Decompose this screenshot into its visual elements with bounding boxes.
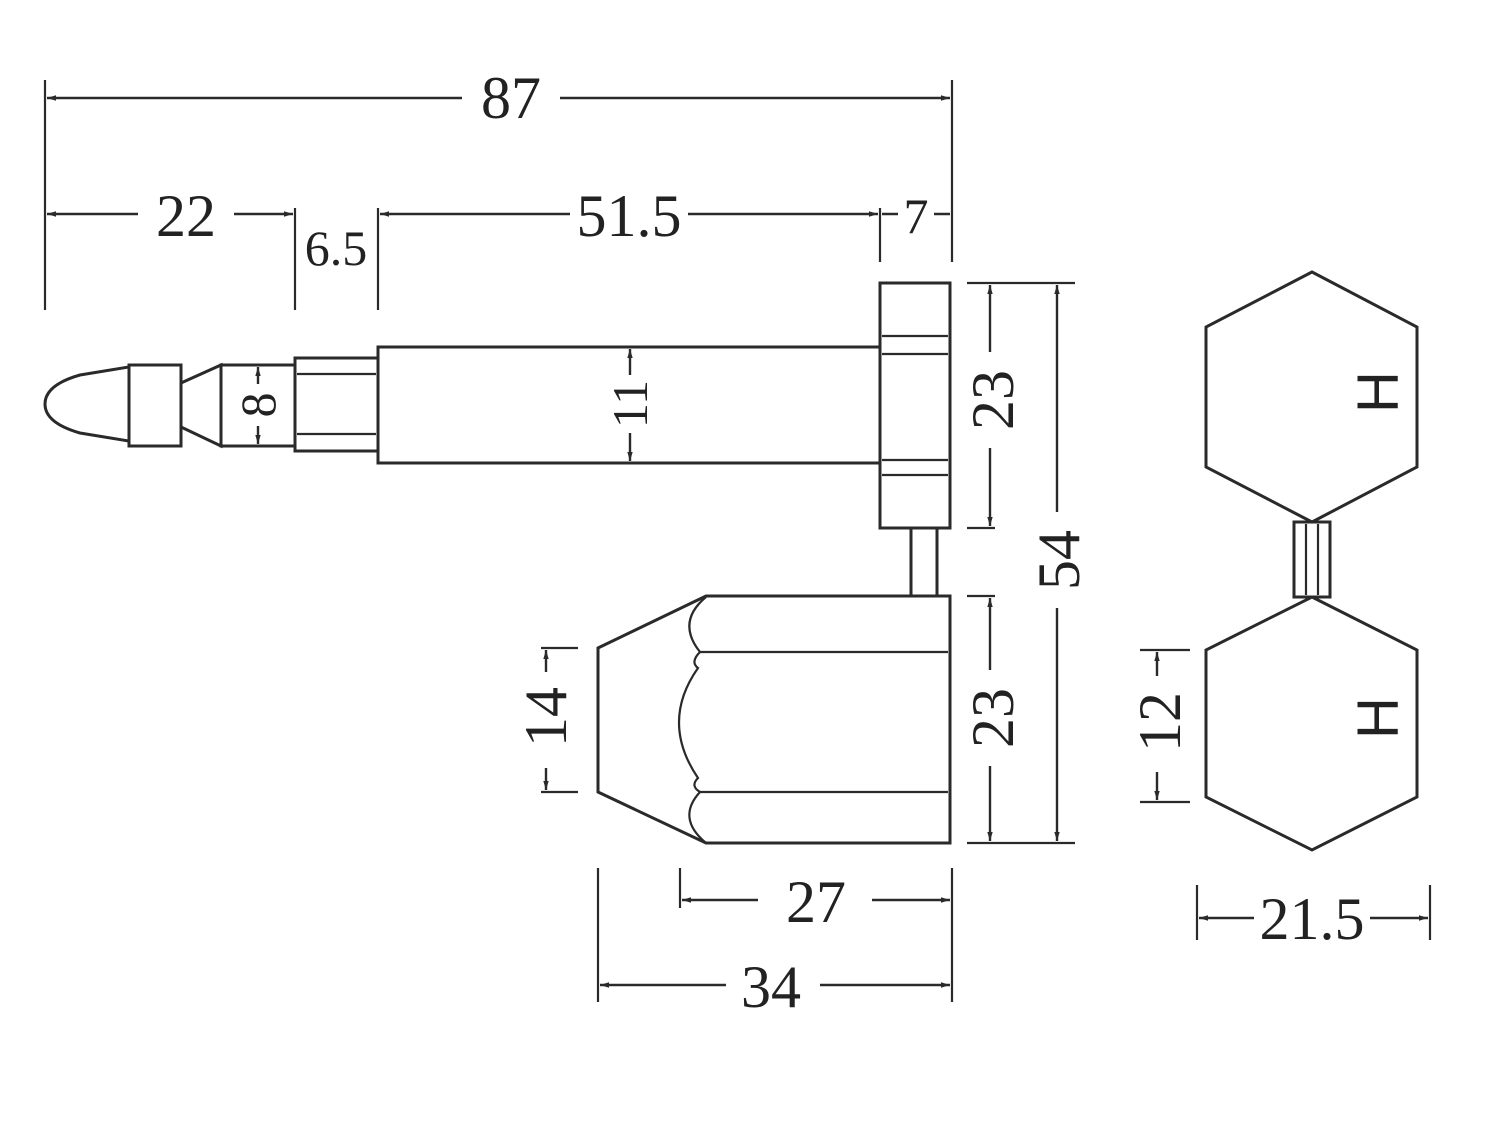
bushing-body (596, 594, 952, 845)
bushing-curve-mid (677, 651, 701, 793)
label-gap (462, 68, 560, 128)
label-end-width: 21.5 (1260, 886, 1365, 952)
label-gap (570, 188, 688, 244)
head-letter-mark: H (1346, 371, 1411, 413)
label-gap (608, 375, 652, 433)
label-gap (962, 670, 1018, 766)
bushing-curve-top (688, 596, 707, 653)
end-view-hex-bottom (1204, 595, 1419, 852)
label-groove-length: 6.5 (305, 220, 368, 276)
body-letter-mark: H (1346, 697, 1411, 739)
label-gap (236, 384, 280, 426)
label-gap (1029, 512, 1085, 608)
bolt-collar (127, 363, 183, 448)
end-view-neck (1292, 520, 1332, 599)
label-gap (758, 872, 872, 930)
bolt-stem (909, 526, 939, 598)
label-gap (138, 188, 234, 244)
label-gap (962, 352, 1018, 448)
label-gap (1254, 892, 1370, 946)
bolt-tip (43, 365, 130, 443)
label-overall-length: 87 (481, 65, 541, 131)
bolt-cone (180, 362, 223, 449)
bushing-curve-bottom (688, 791, 707, 844)
end-view: H H (1204, 270, 1419, 852)
label-gap (726, 956, 820, 1014)
label-body-length: 34 (741, 954, 801, 1020)
label-total-height: 54 (1026, 530, 1092, 590)
label-end-bore: 12 (1127, 692, 1193, 752)
label-groove-diameter: 8 (230, 393, 286, 418)
label-gap (1130, 676, 1186, 772)
label-gap (518, 672, 574, 768)
label-shaft-diameter: 11 (602, 380, 658, 428)
bolt-neck (293, 356, 380, 453)
label-head-thickness: 7 (904, 188, 929, 244)
label-tip-length: 22 (156, 183, 216, 249)
bolt-pin (43, 281, 952, 598)
label-gap (898, 190, 934, 242)
bushing-outline (596, 594, 952, 845)
label-body-inner-length: 27 (786, 869, 846, 935)
label-head-height: 23 (960, 370, 1026, 430)
label-body-bore: 14 (513, 687, 579, 747)
bolt-head (878, 281, 952, 530)
extension-lines (43, 80, 1432, 1002)
label-body-height: 23 (960, 688, 1026, 748)
label-shaft-length: 51.5 (577, 183, 682, 249)
